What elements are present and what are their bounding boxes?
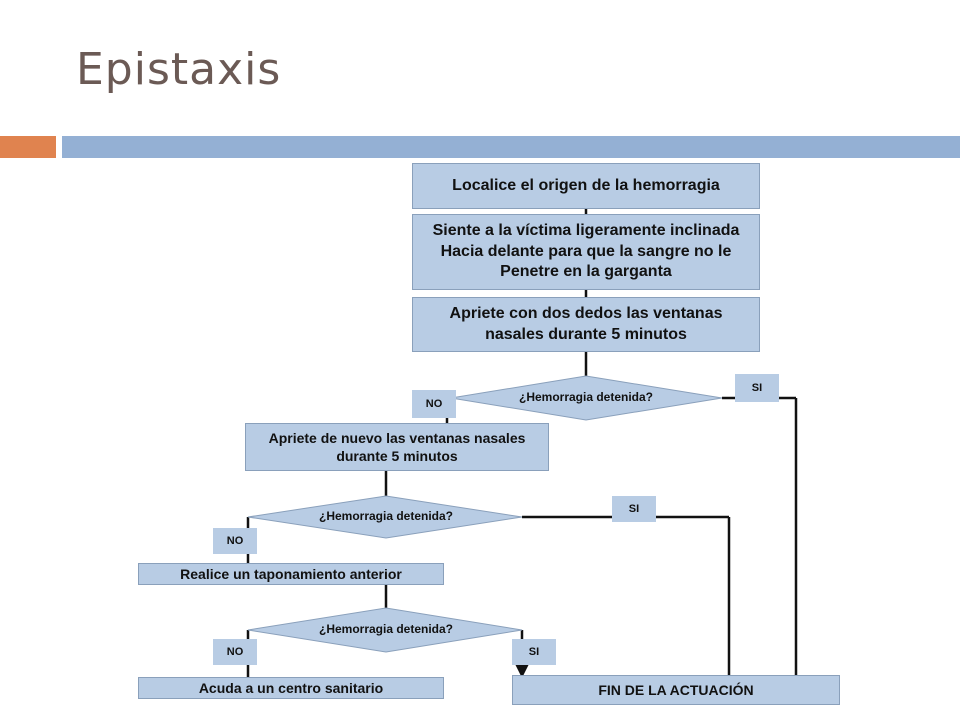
step-go-center-text: Acuda a un centro sanitario [198, 679, 384, 696]
title-underline-bar [62, 136, 960, 158]
decision-diamond-1 [450, 375, 723, 421]
step-press-again: Apriete de nuevo las ventanas nasales du… [245, 423, 549, 471]
decision-3-si-tag: SI [512, 639, 556, 665]
step-sit-line2: Hacia delante para que la sangre no le [440, 242, 732, 260]
step-locate-origin: Localice el origen de la hemorragia [412, 163, 760, 209]
decision-3-no-tag: NO [213, 639, 257, 665]
step-press-nostrils: Apriete con dos dedos las ventanas nasal… [412, 297, 760, 352]
step-end: FIN DE LA ACTUACIÓN [512, 675, 840, 705]
decision-2-si-tag: SI [612, 496, 656, 522]
decision-3-label: ¿Hemorragia detenida? [318, 622, 454, 636]
decision-2-no-tag: NO [213, 528, 257, 554]
step-go-health-center: Acuda a un centro sanitario [138, 677, 444, 699]
decision-1-no-tag: NO [412, 390, 456, 418]
step-anterior-packing: Realice un taponamiento anterior [138, 563, 444, 585]
step-press-line1: Apriete con dos dedos las ventanas [449, 304, 723, 322]
step-end-text: FIN DE LA ACTUACIÓN [598, 681, 754, 698]
decision-1-si-tag: SI [735, 374, 779, 402]
slide-title: Epistaxis [76, 44, 282, 95]
accent-bar [0, 136, 56, 158]
decision-1-label: ¿Hemorragia detenida? [518, 390, 654, 404]
step-press-again-line1: Apriete de nuevo las ventanas nasales [268, 429, 526, 446]
step-press-line2: nasales durante 5 minutos [485, 325, 687, 343]
step-sit-victim: Siente a la víctima ligeramente inclinad… [412, 214, 760, 290]
step-sit-line3: Penetre en la garganta [500, 263, 672, 281]
step-locate-text: Localice el origen de la hemorragia [452, 176, 720, 194]
step-press-again-line2: durante 5 minutos [336, 448, 458, 464]
step-sit-line1: Siente a la víctima ligeramente inclinad… [432, 221, 740, 239]
decision-diamond-3 [247, 607, 523, 653]
decision-diamond-2 [247, 495, 523, 539]
decision-2-label: ¿Hemorragia detenida? [318, 509, 454, 523]
step-packing-text: Realice un taponamiento anterior [180, 565, 402, 582]
